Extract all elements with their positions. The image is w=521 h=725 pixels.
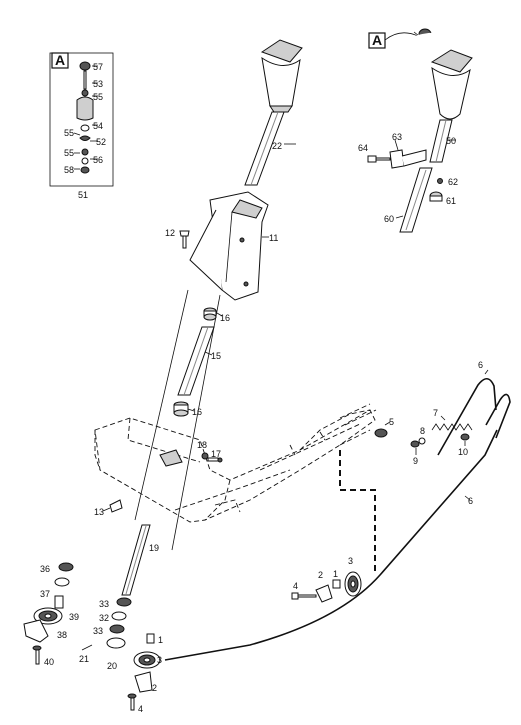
label-38: 38 [57, 630, 67, 640]
spring-7: 7 [431, 408, 473, 431]
label-17: 17 [211, 449, 221, 459]
bushing-16-lower: 16 [173, 401, 202, 417]
label-4-b: 4 [138, 704, 143, 714]
inset-a-right: A [368, 28, 504, 120]
label-6-b: 6 [468, 496, 473, 506]
label-21: 21 [79, 654, 89, 664]
label-12: 12 [165, 228, 175, 238]
label-3-b: 3 [157, 655, 162, 665]
label-19: 19 [149, 543, 159, 553]
nut-5: 5 [374, 417, 394, 438]
bolt-64: 64 [358, 143, 391, 163]
label-20: 20 [107, 661, 117, 671]
leader-column-right [171, 294, 221, 551]
label-55-b: 55 [64, 128, 74, 138]
label-50: 50 [446, 136, 456, 146]
inset-callout-letter: A [55, 52, 65, 68]
column-bracket-11: 11 [189, 191, 278, 301]
label-56: 56 [93, 155, 103, 165]
label-61: 61 [446, 196, 456, 206]
pulley-3-right: 3 [344, 556, 362, 597]
label-63: 63 [392, 132, 402, 142]
washer-8-nut-9: 8 9 [410, 426, 426, 466]
label-53: 53 [93, 79, 103, 89]
cable-6-lower: 6 [164, 429, 498, 661]
label-2-a: 2 [318, 570, 323, 580]
label-33-a: 33 [99, 599, 109, 609]
label-9: 9 [413, 456, 418, 466]
linkage-dashed [339, 450, 376, 575]
bushing-16-upper: 16 [203, 307, 230, 323]
bracket-2-right: 2 [315, 570, 333, 603]
label-13: 13 [94, 507, 104, 517]
label-37: 37 [40, 589, 50, 599]
center-washers: 33 32 33 20 21 [79, 597, 132, 671]
label-22: 22 [272, 141, 282, 151]
shaft-19: 19 [121, 524, 159, 596]
label-60: 60 [384, 214, 394, 224]
label-58: 58 [64, 165, 74, 175]
steering-shaft-22: 22 [244, 111, 296, 186]
label-55-a: 55 [93, 92, 103, 102]
label-32: 32 [99, 613, 109, 623]
label-16-b: 16 [192, 407, 202, 417]
inset-a-left: A 57 53 55 54 55 52 55 56 58 51 [49, 52, 114, 200]
label-2-b: 2 [152, 683, 157, 693]
leader-column-left [134, 289, 189, 521]
label-62: 62 [448, 177, 458, 187]
tube-15: 15 [177, 326, 221, 396]
nut-61: 61 [429, 191, 456, 206]
label-6-a: 6 [478, 360, 483, 370]
chassis-frame-dashed [94, 403, 377, 523]
left-pulley-stack: 36 37 39 38 40 [23, 562, 79, 667]
label-15: 15 [211, 351, 221, 361]
label-1-b: 1 [158, 635, 163, 645]
label-51: 51 [78, 190, 88, 200]
bolt-4-right: 4 [291, 581, 317, 600]
label-8: 8 [420, 426, 425, 436]
label-57: 57 [93, 62, 103, 72]
label-55-c: 55 [64, 148, 74, 158]
label-11: 11 [269, 233, 278, 243]
label-16-a: 16 [220, 313, 230, 323]
inset-callout-letter-right: A [372, 32, 382, 48]
bottom-pulley-group: 1 3 2 4 [127, 633, 163, 714]
label-7: 7 [433, 408, 438, 418]
label-40: 40 [44, 657, 54, 667]
label-52: 52 [96, 137, 106, 147]
cable-6-upper: 6 [437, 360, 511, 456]
label-4-a: 4 [293, 581, 298, 591]
pin-62: 62 [437, 177, 458, 187]
steering-wheel-center [229, 21, 335, 113]
label-5: 5 [389, 417, 394, 427]
bolt-18-17: 18 17 [159, 440, 223, 467]
label-1-a: 1 [333, 569, 338, 579]
label-54: 54 [93, 121, 103, 131]
label-64: 64 [358, 143, 368, 153]
nut-10: 10 [458, 433, 470, 457]
label-18: 18 [197, 440, 207, 450]
label-36: 36 [40, 564, 50, 574]
spacer-1-right: 1 [332, 569, 341, 589]
label-39: 39 [69, 612, 79, 622]
clip-13: 13 [94, 499, 123, 517]
label-33-b: 33 [93, 626, 103, 636]
bolt-12: 12 [165, 228, 190, 249]
label-10: 10 [458, 447, 468, 457]
shaft-60: 60 [384, 167, 433, 233]
bracket-63: 63 [389, 132, 427, 169]
label-3-a: 3 [348, 556, 353, 566]
shaft-50: 50 [429, 119, 456, 163]
